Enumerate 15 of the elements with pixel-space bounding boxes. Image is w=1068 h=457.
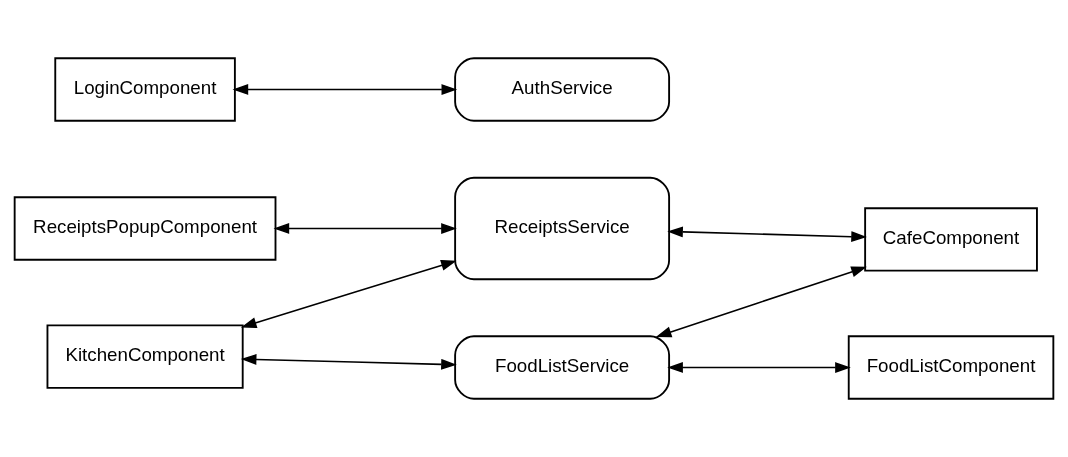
arrow	[240, 354, 457, 370]
node-box: KitchenComponent	[46, 324, 244, 389]
arrow	[667, 226, 867, 243]
arrow	[667, 362, 851, 373]
node-box: FoodListService	[454, 335, 671, 400]
arrow	[655, 266, 867, 338]
node-box: AuthService	[454, 57, 671, 122]
node-box: LoginComponent	[54, 57, 236, 122]
node-box: ReceiptsPopupComponent	[13, 196, 277, 261]
arrow	[273, 223, 457, 234]
node-box: ReceiptsService	[454, 176, 671, 281]
node-box: CafeComponent	[864, 207, 1038, 272]
arrow	[240, 260, 457, 328]
arrow	[232, 84, 458, 95]
node-box: FoodListComponent	[847, 335, 1055, 400]
